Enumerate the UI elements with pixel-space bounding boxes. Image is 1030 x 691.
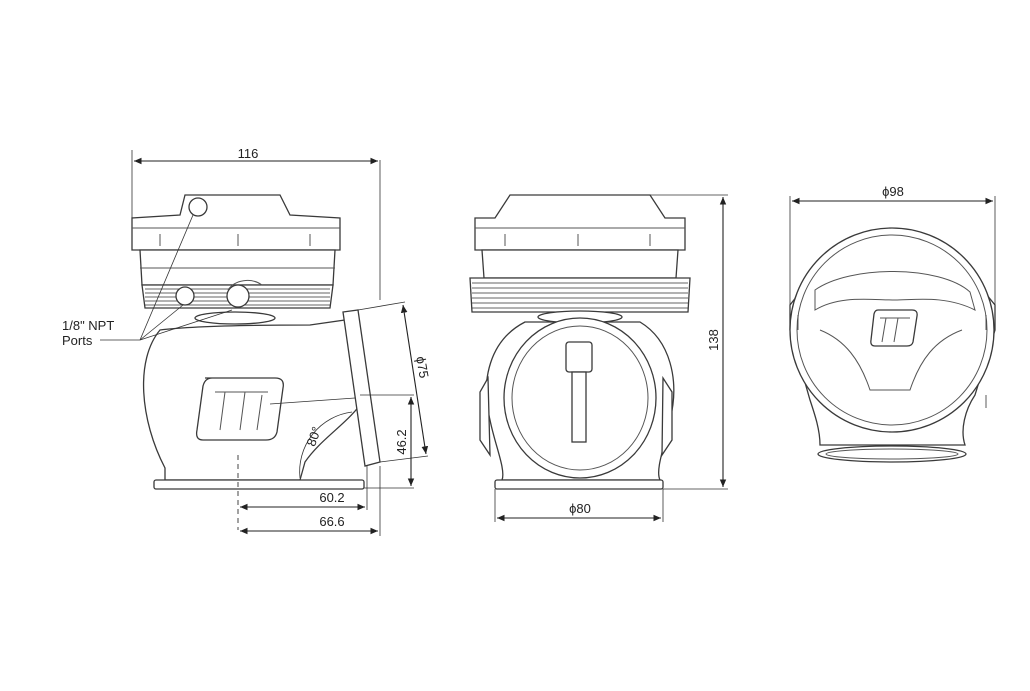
dimension-phi75: ϕ75 <box>357 301 432 463</box>
dimension-66-6: 66.6 <box>240 466 381 536</box>
ports-label-line2: Ports <box>62 333 93 348</box>
front-view <box>469 194 691 490</box>
top-view <box>789 227 996 463</box>
side-view <box>131 194 381 530</box>
ports-callout: 1/8" NPT Ports <box>62 214 233 348</box>
dim-phi75-label: ϕ75 <box>413 355 432 379</box>
dim-116-label: 116 <box>238 146 259 161</box>
dimension-46-2: 46.2 <box>360 394 415 489</box>
dim-46-2-label: 46.2 <box>394 429 409 454</box>
tial-logo-side <box>195 377 284 441</box>
dimension-angle: 80° <box>303 425 324 449</box>
dim-angle-label: 80° <box>303 425 324 449</box>
dimension-phi80: ϕ80 <box>494 489 664 522</box>
cooling-fins-front <box>469 277 691 313</box>
dim-138-label: 138 <box>706 329 721 351</box>
dimension-phi98: ϕ98 <box>789 184 996 305</box>
dimension-138: 138 <box>650 194 728 490</box>
dim-66-6-label: 66.6 <box>319 514 344 529</box>
ports-label-line1: 1/8" NPT <box>62 318 114 333</box>
dimension-116: 116 <box>131 146 381 300</box>
port-right <box>226 284 250 308</box>
port-left <box>175 286 195 306</box>
dim-phi98-label: ϕ98 <box>882 184 904 199</box>
dim-60-2-label: 60.2 <box>319 490 344 505</box>
dim-phi80-label: ϕ80 <box>569 501 591 516</box>
